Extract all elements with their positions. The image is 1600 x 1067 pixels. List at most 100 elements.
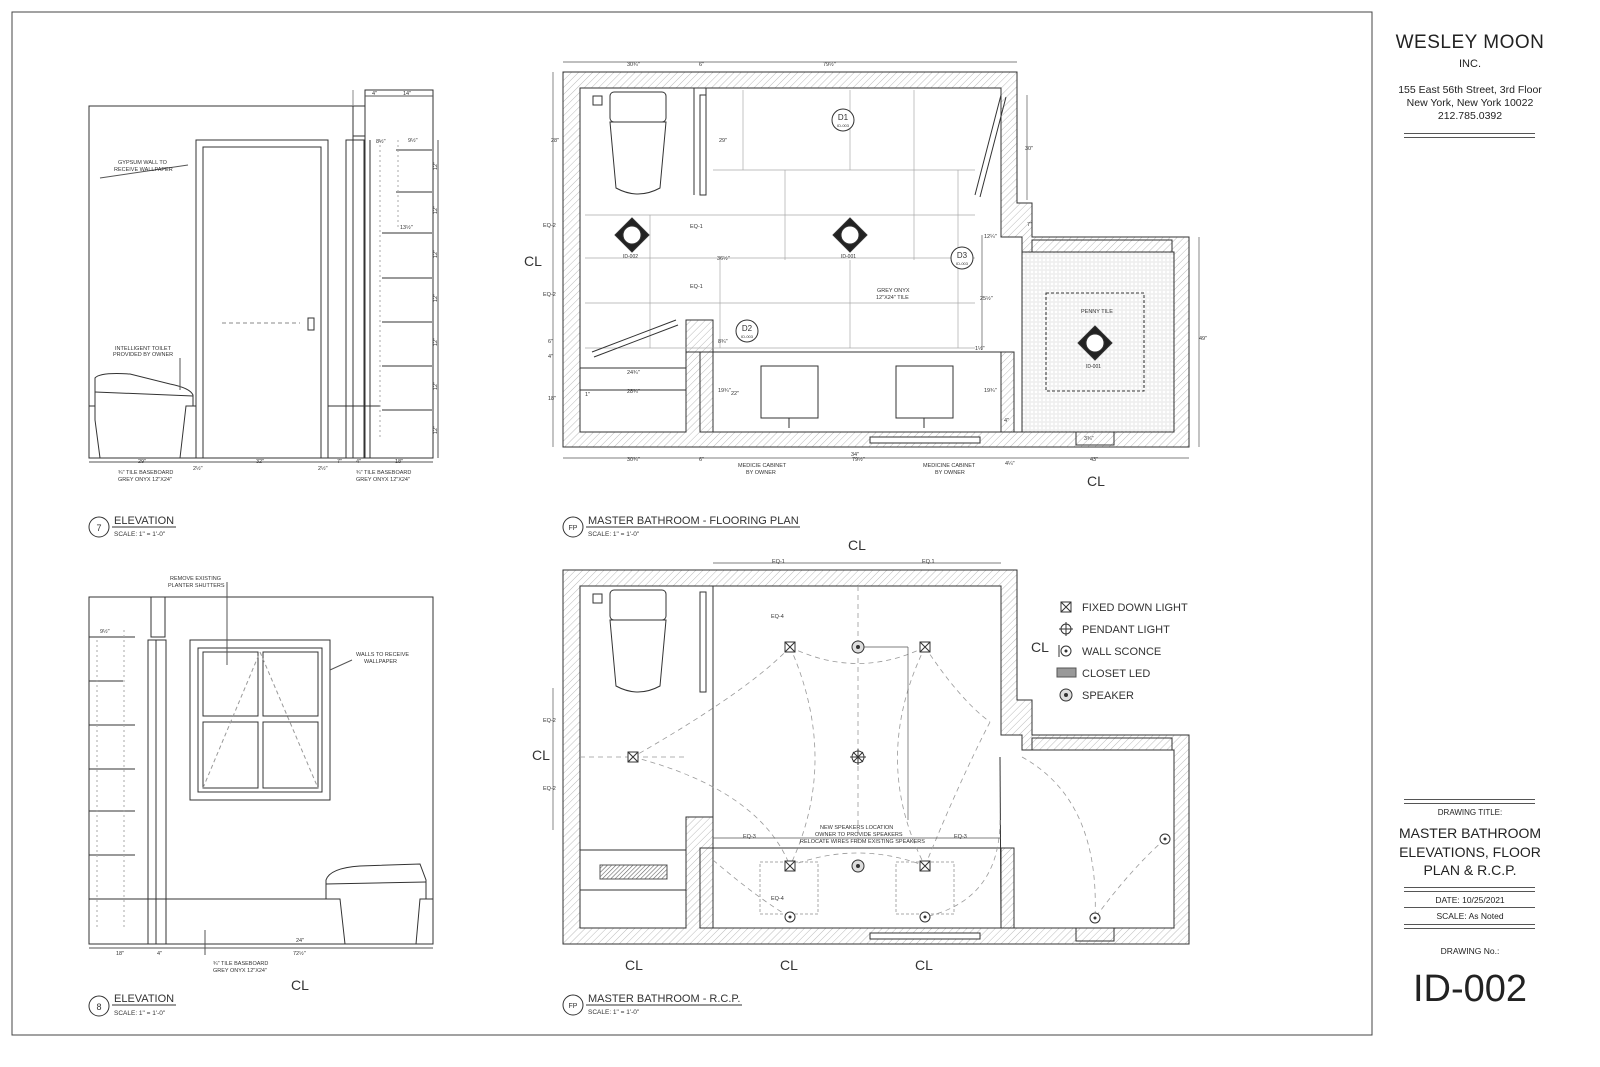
- elev7-shelves: [382, 149, 432, 411]
- svg-text:RELOCATE WIRES FROM EXISTING S: RELOCATE WIRES FROM EXISTING SPEAKERS: [800, 839, 925, 845]
- svg-text:PLANTER SHUTTERS: PLANTER SHUTTERS: [168, 583, 225, 589]
- closet-led-icon: [1056, 667, 1077, 678]
- detail-tag-d1: [831, 108, 855, 132]
- svg-text:BY OWNER: BY OWNER: [935, 470, 965, 476]
- svg-text:4": 4": [372, 91, 377, 97]
- firm-name: WESLEY MOON: [1395, 32, 1545, 53]
- svg-text:EQ-2: EQ-2: [543, 718, 556, 724]
- svg-text:PENNY TILE: PENNY TILE: [1081, 309, 1113, 315]
- svg-text:8: 8: [96, 1002, 101, 1012]
- lighting-legend: FIXED DOWN LIGHT PENDANT LIGHT WALL SCON…: [1056, 601, 1188, 702]
- svg-text:30¾": 30¾": [627, 62, 640, 68]
- svg-text:ID-002: ID-002: [623, 254, 638, 260]
- elev7-title: 7 ELEVATION SCALE: 1" = 1'-0": [88, 515, 176, 538]
- svg-text:NEW SPEAKERS LOCATION: NEW SPEAKERS LOCATION: [820, 825, 893, 831]
- svg-text:EQ.1: EQ.1: [922, 559, 935, 565]
- svg-text:ID-003: ID-003: [956, 261, 969, 266]
- svg-text:WALLPAPER: WALLPAPER: [364, 659, 397, 665]
- svg-text:30": 30": [1025, 146, 1033, 152]
- elevation-7: [88, 89, 439, 463]
- divider: [1404, 907, 1535, 908]
- svg-text:CL: CL: [780, 957, 798, 973]
- svg-text:CL: CL: [1087, 473, 1105, 489]
- detail-tag-d2: [735, 319, 759, 343]
- firm-address-2: New York, New York 10022: [1406, 97, 1534, 109]
- svg-text:BY OWNER: BY OWNER: [746, 470, 776, 476]
- drawing-title-line-3: PLAN & R.C.P.: [1423, 862, 1517, 878]
- firm-phone: 212.785.0392: [1437, 110, 1503, 122]
- svg-text:EQ-2: EQ-2: [543, 223, 556, 229]
- tile-tag-id-002: [614, 217, 650, 253]
- divider: [1404, 133, 1535, 138]
- svg-text:28¾": 28¾": [627, 389, 640, 395]
- penny-tile-zone: [1045, 292, 1145, 392]
- svg-text:EQ-3: EQ-3: [954, 834, 967, 840]
- rcp-text: EQ-1 EQ.1 EQ-4 EQ-4 EQ-2 EQ-2 EQ-3 EQ-3 …: [543, 559, 967, 902]
- svg-text:GREY ONYX: GREY ONYX: [877, 288, 910, 294]
- rcp-centerlines: CL CL CL CL CL CL: [532, 537, 1049, 973]
- svg-text:7: 7: [96, 523, 101, 533]
- view-marker-8: [88, 995, 110, 1017]
- fixed-down-light-5: [919, 860, 931, 872]
- svg-text:12"X24" TILE: 12"X24" TILE: [876, 295, 909, 301]
- svg-text:79½": 79½": [823, 61, 836, 68]
- svg-text:7": 7": [337, 459, 342, 465]
- svg-text:FP: FP: [569, 525, 578, 532]
- flooring-tags: [614, 108, 1113, 361]
- elev8-title: 8 ELEVATION SCALE: 1" = 1'-0": [88, 993, 176, 1017]
- svg-text:49": 49": [1199, 336, 1207, 342]
- elev8-text: REMOVE EXISTING PLANTER SHUTTERS WALLS T…: [100, 576, 409, 974]
- drawing-title-line-2: ELEVATIONS, FLOOR: [1399, 844, 1541, 860]
- svg-text:ID-001: ID-001: [1086, 364, 1101, 370]
- wall-sconce-4: [1159, 833, 1171, 845]
- legend-label: WALL SCONCE: [1082, 646, 1161, 658]
- svg-text:CL: CL: [848, 537, 866, 553]
- svg-text:GREY ONYX 12"X24": GREY ONYX 12"X24": [118, 477, 172, 483]
- flooring-centerlines: CL CL: [524, 253, 1105, 489]
- svg-text:2½": 2½": [193, 465, 203, 472]
- svg-text:EQ-4: EQ-4: [771, 614, 784, 620]
- svg-text:12¼": 12¼": [984, 234, 997, 240]
- wall-sconce-1: [784, 911, 796, 923]
- pendant-light-1: [850, 749, 866, 765]
- detail-tag-d3: [950, 246, 974, 270]
- svg-text:13½": 13½": [400, 224, 413, 231]
- wall-sconce-3: [1089, 912, 1101, 924]
- svg-text:43": 43": [1090, 457, 1098, 463]
- drawing-title-label: DRAWING TITLE:: [1437, 808, 1503, 817]
- svg-text:4¼": 4¼": [1005, 461, 1015, 467]
- elev7-text: GYPSUM WALL TO RECEIVE WALLPAPER INTELLI…: [113, 91, 439, 483]
- view-marker-rcp: [562, 994, 584, 1016]
- fixed-down-light-icon: [1060, 601, 1072, 613]
- svg-text:14": 14": [403, 91, 411, 97]
- svg-text:7": 7": [1027, 222, 1032, 228]
- svg-text:18": 18": [548, 396, 556, 402]
- svg-text:D3: D3: [957, 251, 968, 260]
- speaker-2: [851, 859, 865, 873]
- svg-text:6": 6": [548, 339, 553, 345]
- svg-text:CL: CL: [915, 957, 933, 973]
- svg-text:CL: CL: [524, 253, 542, 269]
- svg-text:EQ-1: EQ-1: [690, 224, 703, 230]
- shelf-dimension-label: 12": [433, 338, 439, 346]
- svg-text:24¾": 24¾": [627, 370, 640, 376]
- svg-text:D2: D2: [742, 324, 753, 333]
- svg-text:GYPSUM WALL TO: GYPSUM WALL TO: [118, 160, 168, 166]
- svg-text:22": 22": [731, 391, 739, 397]
- svg-text:19¾": 19¾": [718, 388, 731, 394]
- svg-text:EQ-3: EQ-3: [743, 834, 756, 840]
- rcp-title: FP MASTER BATHROOM - R.C.P. SCALE: 1" = …: [562, 993, 742, 1016]
- elev7-toilet: [94, 373, 194, 459]
- flooring-plan: [552, 61, 1200, 459]
- view-marker-fp: [562, 516, 584, 538]
- svg-text:ID-003: ID-003: [741, 334, 754, 339]
- svg-text:¾" TILE BASEBOARD: ¾" TILE BASEBOARD: [213, 961, 268, 967]
- flooring-text: 30¾" 6" 79½" 30¾" 6" 79½" 4¼" 43" 28" EQ…: [543, 61, 1207, 476]
- svg-text:¾" TILE BASEBOARD: ¾" TILE BASEBOARD: [356, 470, 411, 476]
- fixed-down-light-3: [627, 751, 639, 763]
- svg-text:MEDICINE CABINET: MEDICINE CABINET: [923, 463, 976, 469]
- speaker-1: [851, 640, 865, 654]
- legend-label: FIXED DOWN LIGHT: [1082, 602, 1188, 614]
- svg-text:18": 18": [395, 459, 403, 465]
- drawing-title-line-1: MASTER BATHROOM: [1398, 825, 1542, 841]
